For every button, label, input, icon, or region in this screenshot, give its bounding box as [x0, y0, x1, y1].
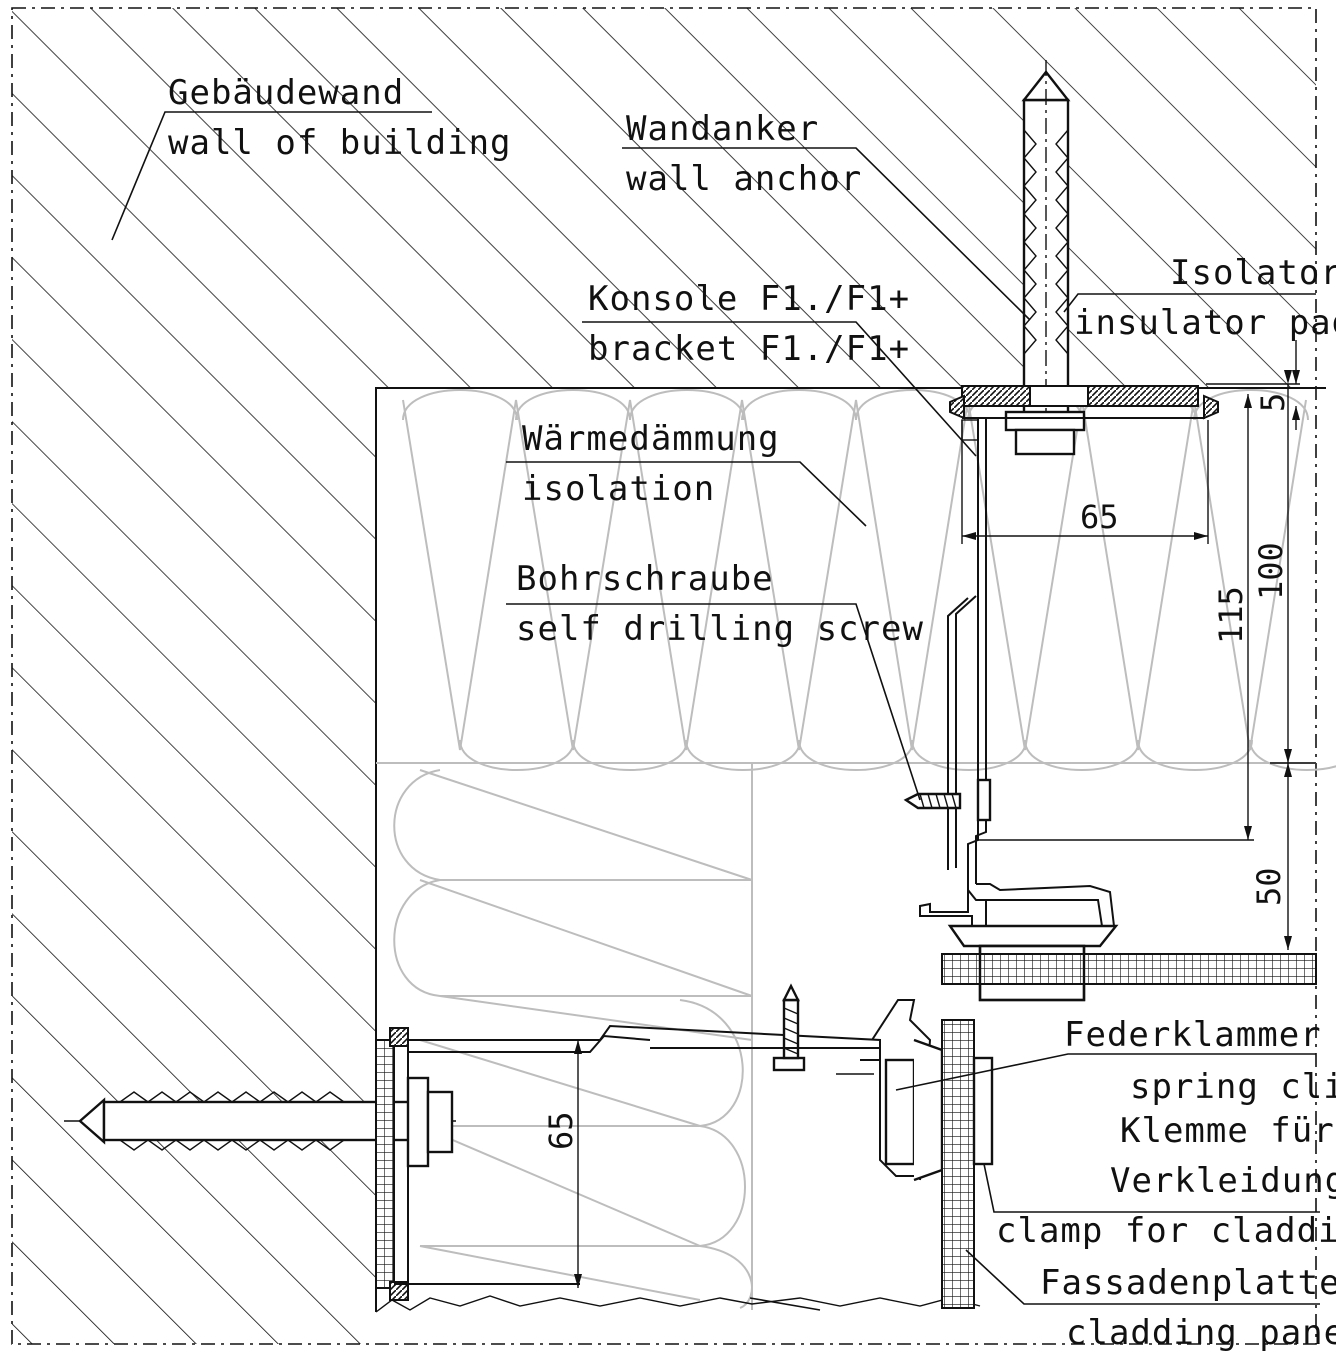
label-screw-en: self drilling screw [516, 609, 924, 649]
label-clip-de: Federklammer [1064, 1015, 1322, 1055]
label-clamp-en: clamp for cladding [996, 1211, 1336, 1251]
label-clip-en: spring clip [1130, 1067, 1336, 1107]
label-wall-en: wall of building [168, 123, 512, 163]
label-insulation-de: Wärmedämmung [522, 419, 780, 459]
dim-65-top: 65 [1080, 498, 1119, 536]
upper-insulation [376, 389, 1336, 771]
top-wall-anchor [1004, 60, 1086, 456]
bottom-wall-anchor [64, 1076, 456, 1168]
label-clamp-de-1: Klemme für [1120, 1111, 1335, 1151]
dim-50: 50 [1250, 867, 1288, 906]
bottom-cladding-panel [941, 1019, 975, 1309]
top-cladding-panel [941, 953, 1317, 985]
dim-100: 100 [1252, 542, 1290, 600]
label-panel-de: Fassadenplatte [1040, 1263, 1336, 1303]
dim-5: 5 [1254, 393, 1292, 412]
bottom-bracket [375, 983, 944, 1301]
label-bracket-en: bracket F1./F1+ [588, 329, 910, 369]
label-insulation-en: isolation [522, 469, 715, 509]
label-panel-en: cladding panel [1066, 1313, 1336, 1353]
label-screw-de: Bohrschraube [516, 559, 774, 599]
dimension-lines [574, 340, 1316, 1288]
label-anchor-de: Wandanker [626, 109, 819, 149]
section-break-line [375, 1295, 981, 1313]
label-isolator-de: Isolator [1170, 253, 1336, 293]
label-isolator-en: insulator pad [1074, 303, 1336, 343]
dim-65-left: 65 [542, 1111, 580, 1150]
label-bracket-de: Konsole F1./F1+ [588, 279, 910, 319]
label-wall-de: Gebäudewand [168, 73, 404, 113]
lower-insulation [393, 763, 753, 1310]
label-anchor-en: wall anchor [626, 159, 862, 199]
dim-115: 115 [1212, 586, 1250, 644]
label-clamp-de-2: Verkleidung [1110, 1161, 1336, 1201]
leader-lines [111, 111, 1320, 1311]
